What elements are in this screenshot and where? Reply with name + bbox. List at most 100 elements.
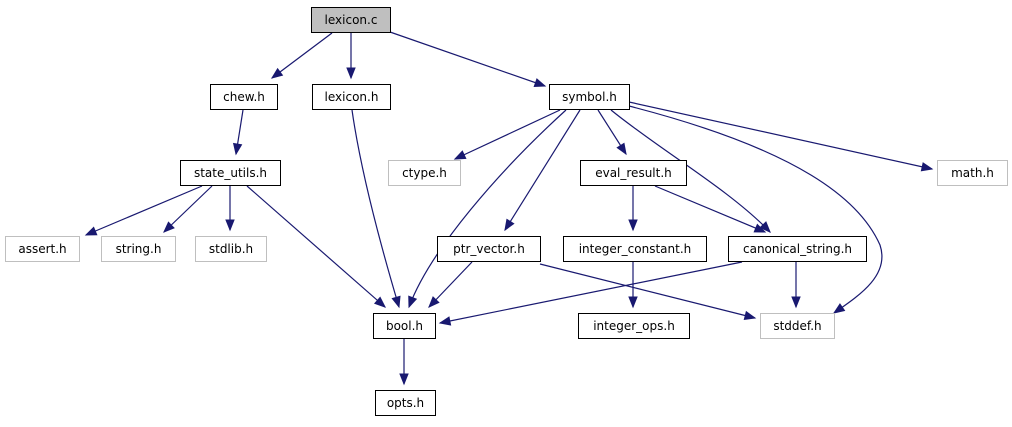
- edge-symbol-h-to-stddef-h: [628, 105, 883, 314]
- node-label: state_utils.h: [194, 166, 267, 180]
- edge-symbol-h-to-canonical-string-h: [610, 109, 771, 233]
- node-box: [101, 236, 176, 262]
- edge-state-utils-h-to-bool-h: [246, 185, 387, 308]
- node-ctype-h: ctype.h: [388, 160, 461, 186]
- node-label: opts.h: [387, 396, 424, 410]
- node-opts-h[interactable]: opts.h: [375, 390, 436, 416]
- node-state-utils-h[interactable]: state_utils.h: [180, 160, 281, 186]
- arrowhead-icon: [225, 219, 235, 232]
- edge-canonical-string-h-to-stddef-h: [791, 262, 801, 309]
- arrowhead-icon: [391, 295, 401, 309]
- node-label: assert.h: [18, 242, 66, 256]
- arrowhead-icon: [428, 296, 440, 308]
- node-ptr-vector-h[interactable]: ptr_vector.h: [437, 236, 541, 262]
- node-integer-ops-h[interactable]: integer_ops.h: [578, 313, 690, 339]
- node-label: chew.h: [223, 90, 265, 104]
- node-label: symbol.h: [562, 90, 617, 104]
- node-integer-constant-h[interactable]: integer_constant.h: [563, 236, 707, 262]
- arrowhead-icon: [399, 373, 409, 386]
- node-lexicon-c[interactable]: lexicon.c: [311, 7, 391, 33]
- arrowhead-icon: [628, 219, 638, 232]
- node-label: integer_ops.h: [593, 319, 675, 333]
- arrowhead-icon: [232, 142, 243, 156]
- arrowhead-icon: [753, 223, 767, 233]
- node-label: math.h: [951, 166, 994, 180]
- node-label: ctype.h: [402, 166, 447, 180]
- arrowhead-icon: [791, 296, 801, 309]
- edge-layer: [84, 31, 934, 386]
- edge-state-utils-h-to-stdlib-h: [225, 186, 235, 232]
- node-box: [437, 236, 541, 262]
- node-string-h: string.h: [101, 236, 176, 262]
- node-bool-h[interactable]: bool.h: [373, 313, 436, 339]
- arrowhead-icon: [346, 67, 356, 80]
- node-box: [388, 160, 461, 186]
- edge-lexicon-c-to-lexicon-h: [346, 33, 356, 80]
- node-chew-h[interactable]: chew.h: [210, 84, 278, 110]
- node-box: [728, 236, 867, 262]
- node-label: bool.h: [386, 319, 423, 333]
- node-eval-result-h[interactable]: eval_result.h: [580, 160, 687, 186]
- node-stdlib-h: stdlib.h: [195, 236, 267, 262]
- arrowhead-icon: [438, 316, 452, 326]
- node-box: [580, 160, 687, 186]
- node-label: integer_constant.h: [579, 242, 692, 256]
- edge-state-utils-h-to-string-h: [163, 185, 213, 233]
- node-label: string.h: [116, 242, 162, 256]
- node-label: lexicon.h: [325, 90, 379, 104]
- arrowhead-icon: [84, 226, 98, 236]
- node-symbol-h[interactable]: symbol.h: [549, 84, 630, 110]
- arrowhead-icon: [832, 303, 846, 314]
- edge-symbol-h-to-math-h: [628, 101, 934, 172]
- edge-symbol-h-to-bool-h: [408, 109, 567, 309]
- node-label: lexicon.c: [325, 13, 378, 27]
- node-box: [210, 84, 278, 110]
- node-stddef-h: stddef.h: [760, 313, 835, 339]
- node-box: [549, 84, 630, 110]
- edge-lexicon-c-to-symbol-h: [389, 31, 547, 88]
- node-box: [578, 313, 690, 339]
- edge-lexicon-h-to-bool-h: [351, 109, 401, 309]
- edge-chew-h-to-state-utils-h: [232, 109, 244, 156]
- node-box: [373, 313, 436, 339]
- node-canonical-string-h[interactable]: canonical_string.h: [728, 236, 867, 262]
- edge-ptr-vector-h-to-bool-h: [428, 261, 473, 308]
- node-box: [312, 84, 391, 110]
- arrowhead-icon: [628, 296, 638, 309]
- edge-symbol-h-to-ctype-h: [453, 109, 561, 160]
- edge-ptr-vector-h-to-stddef-h: [539, 263, 757, 321]
- arrowhead-icon: [270, 67, 284, 79]
- arrowhead-icon: [533, 78, 547, 88]
- node-box: [563, 236, 707, 262]
- arrowhead-icon: [373, 296, 387, 308]
- node-box: [5, 236, 80, 262]
- arrowhead-icon: [504, 218, 515, 232]
- node-label: eval_result.h: [595, 166, 672, 180]
- edge-symbol-h-to-eval-result-h: [597, 109, 627, 156]
- node-box: [180, 160, 281, 186]
- node-lexicon-h[interactable]: lexicon.h: [312, 84, 391, 110]
- arrowhead-icon: [163, 221, 175, 233]
- node-box: [760, 313, 835, 339]
- node-label: canonical_string.h: [743, 242, 852, 256]
- edge-state-utils-h-to-assert-h: [84, 185, 203, 236]
- node-label: stddef.h: [773, 319, 821, 333]
- arrowhead-icon: [743, 310, 757, 321]
- edge-lexicon-c-to-chew-h: [270, 32, 333, 79]
- node-math-h: math.h: [937, 160, 1008, 186]
- node-layer: lexicon.c chew.h lexicon.h symbol.h state_ut…: [5, 7, 1008, 416]
- edge-bool-h-to-opts-h: [399, 339, 409, 386]
- edge-canonical-string-h-to-bool-h: [438, 261, 743, 326]
- node-box: [937, 160, 1008, 186]
- node-label: stdlib.h: [209, 242, 253, 256]
- node-box: [375, 390, 436, 416]
- node-box: [195, 236, 267, 262]
- node-label: ptr_vector.h: [453, 242, 525, 256]
- arrowhead-icon: [759, 221, 771, 233]
- arrowhead-icon: [408, 295, 418, 309]
- edge-eval-result-h-to-integer-constant-h: [628, 186, 638, 232]
- node-assert-h: assert.h: [5, 236, 80, 262]
- node-box: [311, 7, 391, 33]
- arrowhead-icon: [920, 162, 934, 172]
